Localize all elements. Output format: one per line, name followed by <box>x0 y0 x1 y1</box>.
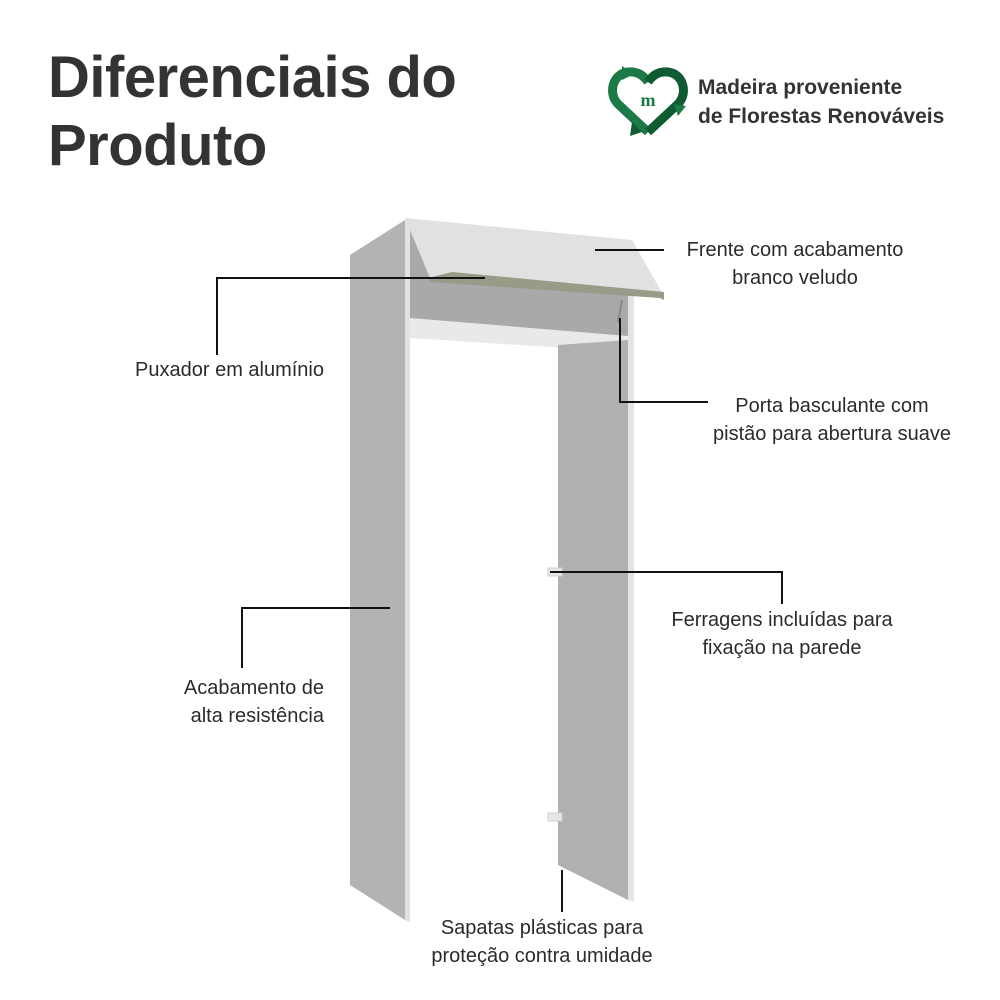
feature-acabamento: Acabamento de alta resistência <box>183 677 324 727</box>
renewable-wood-badge: m Madeira proveniente de Florestas Renov… <box>608 66 944 138</box>
badge-text: Madeira proveniente de Florestas Renováv… <box>698 73 944 131</box>
badge-line-1: Madeira proveniente <box>698 76 903 99</box>
badge-line-2: de Florestas Renováveis <box>698 105 945 128</box>
feature-puxador: Puxador em alumínio <box>135 359 324 381</box>
wall-bracket-bottom <box>547 812 563 822</box>
left-side-panel <box>350 220 405 920</box>
feature-sapatas: Sapatas plásticas para proteção contra u… <box>431 917 653 967</box>
title-line-1: Diferenciais do <box>48 45 457 110</box>
svg-text:m: m <box>641 90 656 110</box>
title-line-2: Produto <box>48 113 267 178</box>
recycle-heart-m-icon: m <box>608 66 688 136</box>
feature-ferragens: Ferragens incluídas para fixação na pare… <box>671 609 893 659</box>
page-title: Diferenciais do Produto <box>48 44 457 180</box>
right-side-panel <box>558 340 628 900</box>
feature-frente: Frente com acabamento branco veludo <box>686 239 904 289</box>
shelf <box>410 318 628 352</box>
aluminium-handle <box>428 272 664 300</box>
feature-porta: Porta basculante com pistão para abertur… <box>713 395 951 445</box>
